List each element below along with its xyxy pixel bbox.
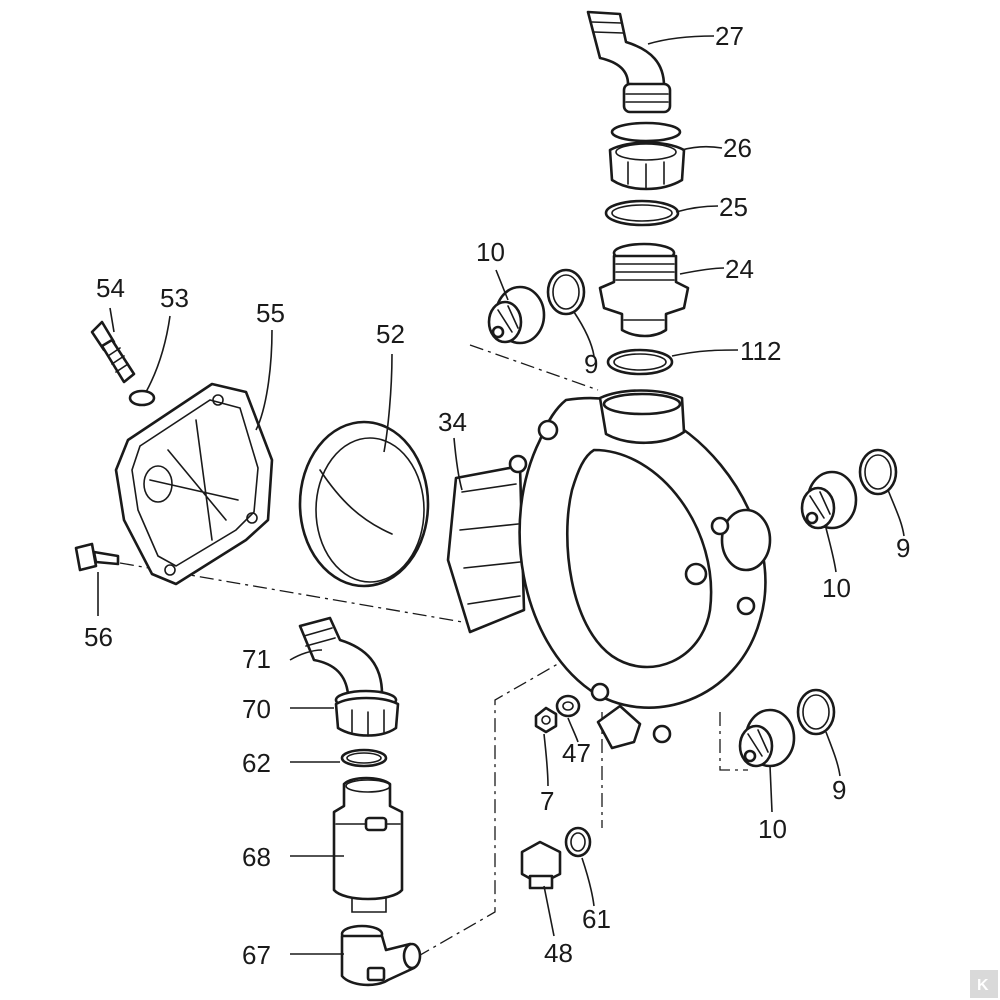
part-61-seal-ring: [564, 826, 592, 858]
part-7-nut: [534, 706, 558, 734]
part-10-valve-bottom: [738, 708, 796, 768]
label-24: 24: [725, 254, 754, 284]
label-54: 54: [96, 273, 125, 303]
logo-letter: K: [977, 977, 989, 994]
part-62-o-ring: [340, 748, 388, 768]
part-26-union-nut: [608, 121, 686, 191]
label-25: 25: [719, 192, 748, 222]
label-10-top: 10: [476, 237, 505, 267]
label-34: 34: [438, 407, 467, 437]
brand-logo: K: [970, 970, 998, 998]
label-62: 62: [242, 748, 271, 778]
part-68-filter-housing: [332, 776, 404, 913]
label-53: 53: [160, 283, 189, 313]
part-70-union-nut: [334, 689, 400, 737]
label-55: 55: [256, 298, 285, 328]
part-labels: 27 26 25 24 112 10 9 54 53 55 52 34 9 10…: [84, 21, 910, 970]
part-52-diaphragm: [298, 420, 430, 588]
part-9-ring-right: [858, 448, 898, 496]
part-54-valve-stem: [90, 320, 136, 384]
part-9-ring-top: [546, 268, 586, 316]
part-48-plug: [520, 840, 562, 890]
part-71-elbow-hose-tail: [298, 616, 384, 696]
label-52: 52: [376, 319, 405, 349]
label-67: 67: [242, 940, 271, 970]
part-10-valve-top: [487, 285, 546, 345]
label-70: 70: [242, 694, 271, 724]
part-112-o-ring: [606, 348, 674, 376]
part-34-pump-housing: [446, 389, 772, 750]
label-26: 26: [723, 133, 752, 163]
label-9-bottom: 9: [832, 775, 846, 805]
part-53-washer: [128, 389, 156, 407]
part-27-elbow-hose-tail: [586, 10, 672, 114]
label-9-right: 9: [896, 533, 910, 563]
part-47-washer: [555, 694, 581, 718]
label-27: 27: [715, 21, 744, 51]
label-61: 61: [582, 904, 611, 934]
leader-lines: [97, 35, 905, 955]
part-67-elbow-fitting: [340, 924, 422, 987]
part-25-o-ring: [604, 199, 680, 227]
label-9-top: 9: [584, 349, 598, 379]
label-7: 7: [540, 786, 554, 816]
label-48: 48: [544, 938, 573, 968]
label-68: 68: [242, 842, 271, 872]
label-10-right: 10: [822, 573, 851, 603]
part-56-bolt: [74, 542, 120, 572]
part-24-threaded-fitting: [598, 242, 690, 338]
label-112: 112: [740, 336, 781, 366]
part-9-ring-bottom: [796, 688, 836, 736]
label-47: 47: [562, 738, 591, 768]
label-71: 71: [242, 644, 271, 674]
part-10-valve-right: [800, 470, 858, 530]
part-55-pump-cover: [114, 382, 274, 586]
label-56: 56: [84, 622, 113, 652]
label-10-bottom: 10: [758, 814, 787, 844]
